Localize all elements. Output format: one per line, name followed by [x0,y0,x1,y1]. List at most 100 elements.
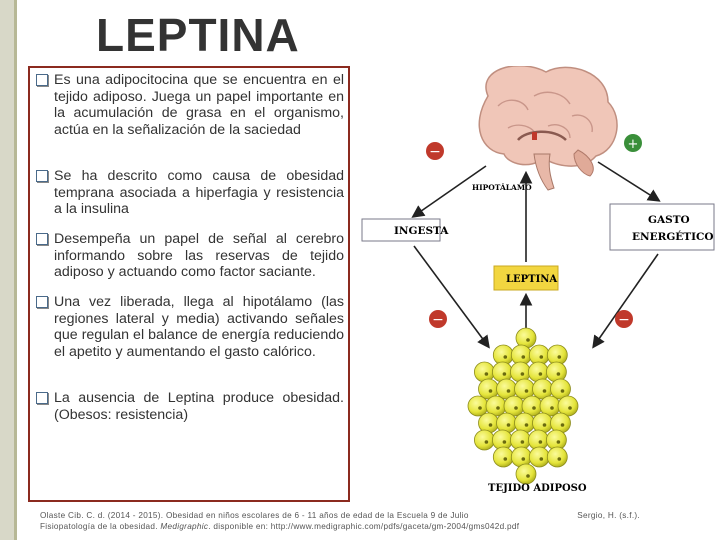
bullet-item: Desempeña un papel de señal al cerebro i… [36,231,344,281]
citation-line-1: Olaste Cib. C. d. (2014 - 2015). Obesida… [40,510,680,521]
bullet-item: Es una adipocitocina que se encuentra en… [36,72,344,138]
brain-icon [478,66,618,191]
fat-cell-nucleus [532,406,536,410]
fat-cell [492,446,514,468]
minus-sign-text: − [429,144,441,160]
citation-line-1-a: Olaste Cib. C. d. (2014 - 2015). Obesida… [40,511,469,520]
fat-cell-nucleus [514,406,518,410]
fat-cell [478,412,499,434]
citation-line-1-b: Sergio, H. (s.f.). [577,511,640,520]
fat-cell-nucleus [503,355,508,359]
fat-cell-nucleus [557,355,562,359]
minus-sign-text: − [618,312,630,328]
fat-cell-nucleus [568,406,572,410]
fat-cell-nucleus [556,372,561,376]
ingesta-box: INGESTA [361,218,449,242]
fat-cell-nucleus [488,389,493,393]
fat-cell [514,412,535,434]
hipotalamo-label: HIPOTÁLAMO [472,183,532,192]
fat-cell-nucleus [524,389,529,393]
bullet-checkbox-icon [36,392,48,404]
citation-line-2-b: . disponible en: http://www.medigraphic.… [208,522,520,531]
citation-line-2: Fisiopatología de la obesidad. Medigraph… [40,521,680,532]
bullet-checkbox-icon [36,74,48,86]
fat-cell-nucleus [484,440,489,444]
arrow-gasto-to-tissue [592,253,659,349]
fat-cell-nucleus [538,440,543,444]
fat-cell-nucleus [488,423,493,427]
fat-cell-nucleus [503,457,508,461]
diagram-arrows [411,161,661,349]
tejido-adiposo-label: TEJIDO ADIPOSO [488,483,587,494]
fat-cell [546,446,568,468]
citation-journal: Medigraphic [160,522,209,531]
fat-cell-nucleus [560,389,565,393]
fat-cell-nucleus [520,372,525,376]
citation-line-2-a: Fisiopatología de la obesidad. [40,522,161,531]
fat-cell-nucleus [526,338,530,342]
bullet-text: Una vez liberada, llega al hipotálamo (l… [54,294,344,360]
fat-cell-nucleus [478,406,482,410]
fat-cell [528,446,550,468]
fat-cell [532,412,553,434]
fat-cell-nucleus [502,440,507,444]
plus-sign-text: + [628,137,639,152]
leptina-label: LEPTINA [506,274,557,285]
bullet-text: Desempeña un papel de señal al cerebro i… [54,231,344,280]
fat-cell-nucleus [539,457,544,461]
gasto-label-line1: GASTO [648,214,690,226]
minus-sign-text: − [432,312,444,328]
minus-sign-icon: − [429,310,447,328]
gasto-label-line2: ENERGÉTICO [632,229,714,243]
fat-cell-nucleus [542,389,547,393]
leptin-regulation-diagram: HIPOTÁLAMO INGESTA GASTO ENERGÉTICO LEPT… [361,66,715,494]
fat-cell [527,361,549,383]
bullet-text: La ausencia de Leptina produce obesidad.… [54,390,344,423]
fat-cell-nucleus [521,355,526,359]
bullet-item: Se ha descrito como causa de obesidad te… [36,168,344,218]
slide-left-line [14,0,17,540]
minus-sign-icon: − [426,142,444,160]
fat-cell-nucleus [539,355,544,359]
minus-sign-icon: − [615,310,633,328]
slide-title: LEPTINA [96,9,300,61]
fat-cell-nucleus [560,423,565,427]
arrow-brain-to-ingesta [411,165,487,218]
fat-cell-nucleus [526,474,530,478]
fat-cell [545,361,567,383]
bullet-checkbox-icon [36,170,48,182]
fat-cell-nucleus [538,372,543,376]
fat-cell [491,361,513,383]
bullet-item: Una vez liberada, llega al hipotálamo (l… [36,294,344,360]
fat-cell-nucleus [556,440,561,444]
fat-cell-nucleus [496,406,500,410]
adipose-tissue-icon [467,327,579,485]
bullet-item: La ausencia de Leptina produce obesidad.… [36,390,344,423]
bullet-text-box: Es una adipocitocina que se encuentra en… [28,66,350,502]
fat-cell-nucleus [506,389,511,393]
fat-cell-nucleus [520,440,525,444]
fat-cell [509,361,531,383]
fat-cell [550,412,571,434]
bullet-checkbox-icon [36,296,48,308]
gasto-energetico-box: GASTO ENERGÉTICO [609,203,715,251]
fat-cell-nucleus [524,423,529,427]
leptina-box: LEPTINA [493,265,559,291]
fat-cell-nucleus [557,457,562,461]
fat-cell-nucleus [542,423,547,427]
arrow-ingesta-to-tissue [413,245,490,349]
bullet-checkbox-icon [36,233,48,245]
fat-cell-nucleus [506,423,511,427]
plus-sign-icon: + [624,134,642,152]
arrow-brain-to-gasto [597,161,661,202]
fat-cell-nucleus [550,406,554,410]
ingesta-label: INGESTA [394,225,449,237]
fat-cell-nucleus [521,457,526,461]
bullet-text: Se ha descrito como causa de obesidad te… [54,168,344,217]
bullet-text: Es una adipocitocina que se encuentra en… [54,72,344,138]
fat-cell [496,412,517,434]
fat-cell [474,429,495,451]
citation-text: Olaste Cib. C. d. (2014 - 2015). Obesida… [40,510,680,532]
fat-cell [467,395,489,417]
fat-cell-nucleus [502,372,507,376]
